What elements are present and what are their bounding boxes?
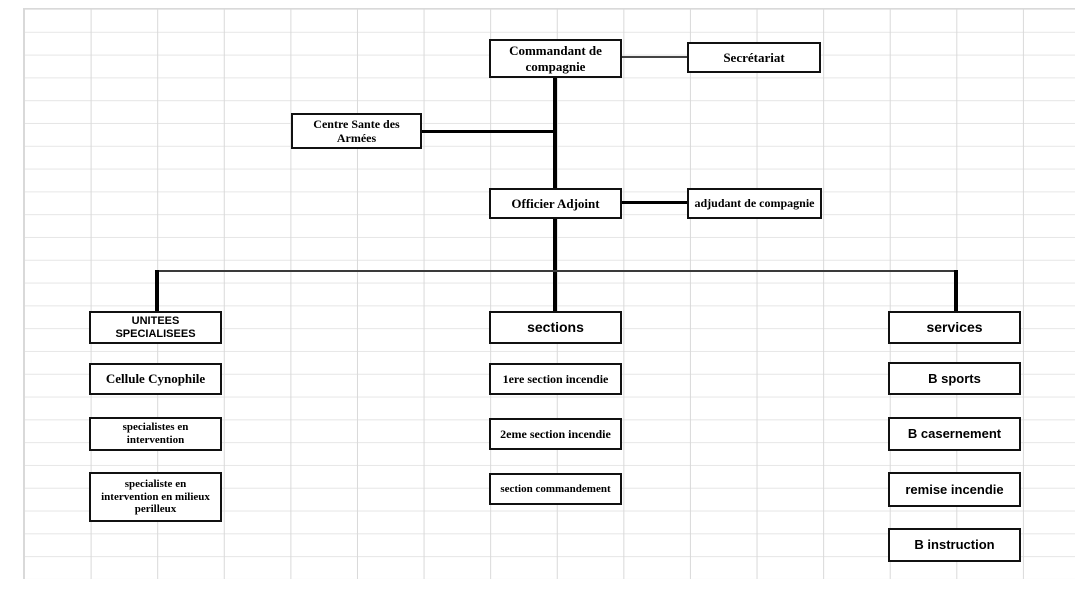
- connector-bus-unitees: [155, 270, 159, 313]
- node-label: B instruction: [914, 537, 995, 553]
- connector-distribution-bus: [156, 270, 957, 272]
- connector-officier-adjudant: [621, 201, 688, 204]
- node-label-line2: compagnie: [525, 58, 586, 74]
- node-label-line2: intervention: [126, 434, 185, 446]
- node-label: Cellule Cynophile: [105, 371, 206, 387]
- node-label-line1: specialistes en: [122, 421, 189, 434]
- node-unitees-specialisees[interactable]: UNITEES SPECIALISEES: [89, 311, 222, 344]
- node-section-commandement[interactable]: section commandement: [489, 473, 622, 505]
- node-1ere-section-incendie[interactable]: 1ere section incendie: [489, 363, 622, 395]
- node-label: 1ere section incendie: [502, 371, 609, 386]
- node-label-line2: intervention en milieux: [101, 490, 210, 503]
- node-officier-adjoint[interactable]: Officier Adjoint: [489, 188, 622, 219]
- node-label: 2eme section incendie: [500, 426, 611, 441]
- node-services[interactable]: services: [888, 311, 1021, 344]
- connector-commandant-officier-vertical: [553, 78, 557, 190]
- node-label: section commandement: [500, 482, 611, 495]
- node-sections[interactable]: sections: [489, 311, 622, 344]
- connector-centre-sante-trunk: [421, 130, 556, 133]
- node-label: Officier Adjoint: [511, 195, 600, 211]
- node-label: UNITEES SPECIALISEES: [115, 314, 196, 340]
- node-label-line1: Commandant de: [509, 43, 602, 59]
- node-cellule-cynophile[interactable]: Cellule Cynophile: [89, 363, 222, 395]
- node-label: remise incendie: [905, 481, 1004, 497]
- node-b-instruction[interactable]: B instruction: [888, 528, 1021, 562]
- node-label: B casernement: [907, 426, 1002, 442]
- connector-commandant-secretariat: [622, 56, 688, 58]
- node-label-line3: perilleux: [134, 503, 177, 516]
- node-label: services: [926, 319, 983, 336]
- connector-officier-bus-vertical: [553, 218, 557, 313]
- node-2eme-section-incendie[interactable]: 2eme section incendie: [489, 418, 622, 450]
- node-label: B sports: [928, 370, 981, 386]
- node-b-sports[interactable]: B sports: [888, 362, 1021, 395]
- node-adjudant-de-compagnie[interactable]: adjudant de compagnie: [687, 188, 822, 219]
- node-specialiste-en-intervention-en-milieux-perilleux[interactable]: specialiste en intervention en milieux p…: [89, 472, 222, 522]
- node-centre-sante-des-armees[interactable]: Centre Sante des Armées: [291, 113, 422, 149]
- node-label-line1: Centre Sante des: [313, 116, 400, 131]
- node-label-line2: Armées: [336, 131, 377, 145]
- connector-bus-services: [954, 270, 958, 313]
- node-remise-incendie[interactable]: remise incendie: [888, 472, 1021, 507]
- node-b-casernement[interactable]: B casernement: [888, 417, 1021, 451]
- node-label: sections: [527, 319, 584, 336]
- node-label-line1: specialiste en: [124, 477, 187, 490]
- node-label: Secrétariat: [723, 49, 785, 65]
- node-commandant-de-compagnie[interactable]: Commandant de compagnie: [489, 39, 622, 78]
- node-secretariat[interactable]: Secrétariat: [687, 42, 821, 73]
- node-label: adjudant de compagnie: [694, 196, 815, 211]
- node-specialistes-en-intervention[interactable]: specialistes en intervention: [89, 417, 222, 451]
